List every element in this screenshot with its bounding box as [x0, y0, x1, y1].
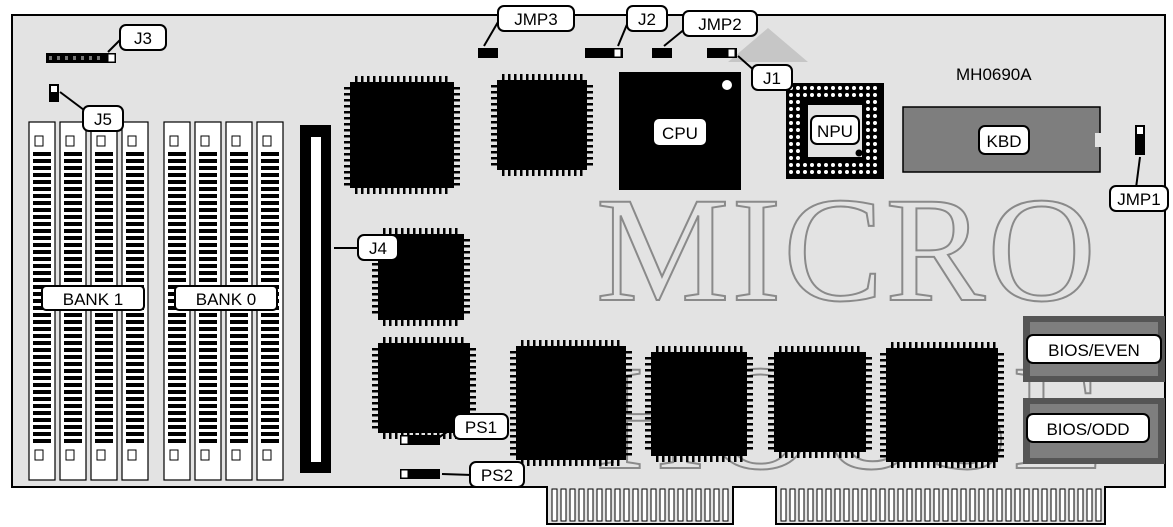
label-cpu: CPU — [662, 124, 698, 143]
label-j5: J5 — [94, 110, 112, 129]
j2-header — [585, 48, 623, 58]
labels: J3 J5 JMP3 J2 JMP2 J1 MH0690A JMP1 J4 BA… — [41, 5, 1169, 488]
label-j2: J2 — [638, 10, 656, 29]
label-bank1: BANK 1 — [63, 290, 123, 309]
label-bios-even: BIOS/EVEN — [1048, 341, 1140, 360]
ps1-header — [400, 435, 440, 445]
j1-header — [707, 48, 737, 58]
label-kbd: KBD — [987, 132, 1022, 151]
label-j1: J1 — [763, 69, 781, 88]
model-number: MH0690A — [956, 65, 1032, 84]
ps2-header — [400, 469, 440, 479]
label-j3: J3 — [134, 29, 152, 48]
label-ps2: PS2 — [481, 466, 513, 485]
j3-header — [46, 53, 116, 63]
label-jmp1: JMP1 — [1117, 190, 1160, 209]
j5-jumper — [49, 84, 59, 102]
label-npu: NPU — [817, 122, 853, 141]
jmp3-jumper — [478, 48, 498, 58]
jmp2-jumper — [652, 48, 672, 58]
j4-slot — [300, 125, 331, 473]
watermark-line1: MICRO — [596, 167, 1098, 333]
label-bank0: BANK 0 — [196, 290, 256, 309]
jmp1-jumper — [1135, 125, 1145, 155]
qfp-chips — [344, 74, 1004, 468]
leader-lines — [59, 21, 1141, 476]
label-jmp2: JMP2 — [698, 15, 741, 34]
edge-connector-fingers — [551, 488, 1102, 522]
label-bios-odd: BIOS/ODD — [1046, 420, 1129, 439]
label-jmp3: JMP3 — [514, 10, 557, 29]
label-j4: J4 — [369, 239, 387, 258]
label-ps1: PS1 — [465, 418, 497, 437]
